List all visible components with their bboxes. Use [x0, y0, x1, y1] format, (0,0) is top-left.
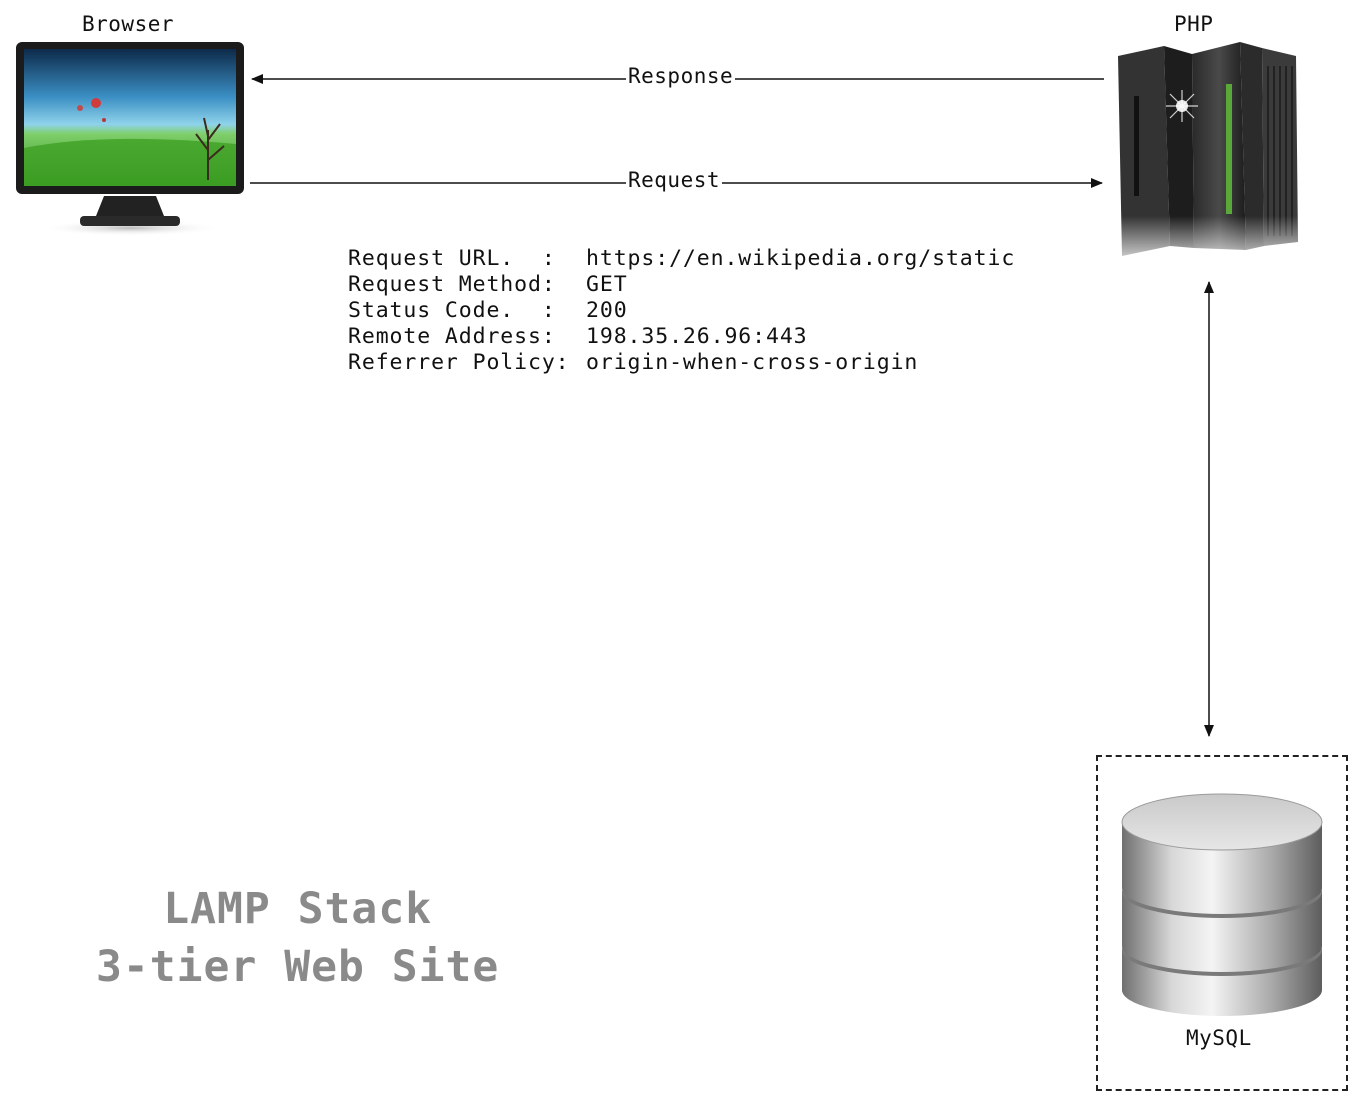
info-row: Referrer Policy: origin-when-cross-origin [348, 350, 1015, 376]
database-icon [1116, 786, 1328, 1022]
server-icon [1112, 36, 1308, 272]
request-info: Request URL. : https://en.wikipedia.org/s… [348, 246, 1015, 376]
info-key: Status Code. : [348, 298, 556, 323]
mysql-container [1096, 755, 1348, 1091]
info-value: https://en.wikipedia.org/static [586, 246, 1016, 271]
info-key: Request Method: [348, 272, 556, 297]
info-value: GET [586, 272, 628, 297]
info-value: origin-when-cross-origin [586, 350, 919, 375]
diagram-title: LAMP Stack 3-tier Web Site [96, 880, 499, 996]
info-row: Request Method: GET [348, 272, 1015, 298]
monitor-icon [14, 40, 246, 240]
php-label: PHP [1174, 12, 1214, 36]
info-row: Request URL. : https://en.wikipedia.org/s… [348, 246, 1015, 272]
mysql-label: MySQL [1186, 1026, 1252, 1050]
info-key: Request URL. : [348, 246, 556, 271]
info-row: Status Code. : 200 [348, 298, 1015, 324]
request-label: Request [626, 168, 723, 192]
browser-label: Browser [82, 12, 175, 36]
info-value: 200 [586, 298, 628, 323]
title-line-2: 3-tier Web Site [96, 942, 500, 992]
info-key: Remote Address: [348, 324, 556, 349]
info-value: 198.35.26.96:443 [586, 324, 808, 349]
info-row: Remote Address: 198.35.26.96:443 [348, 324, 1015, 350]
info-key: Referrer Policy: [348, 350, 570, 375]
response-label: Response [626, 64, 736, 88]
title-line-1: LAMP Stack [163, 884, 433, 934]
